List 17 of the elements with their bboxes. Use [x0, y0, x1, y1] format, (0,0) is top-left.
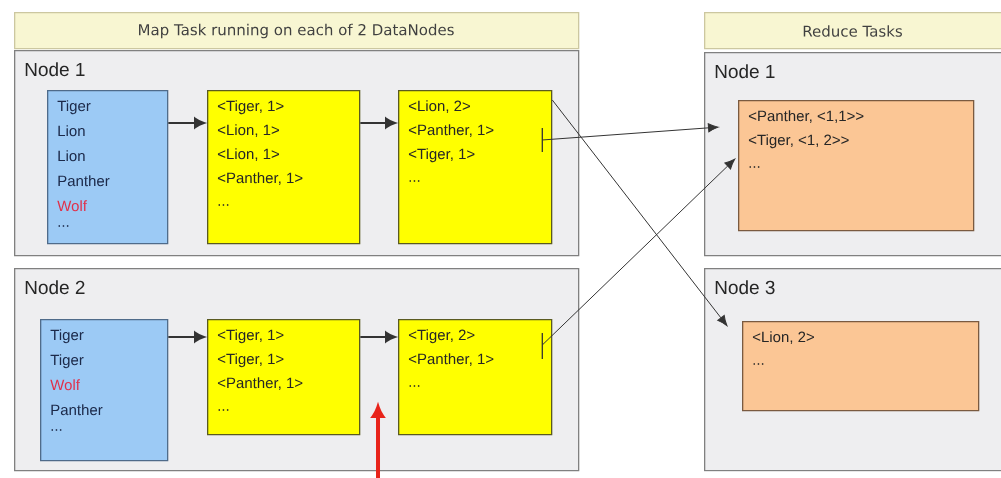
arrow [359, 331, 396, 343]
input-box: Tiger Lion Lion Panther Wolf ... [47, 90, 169, 245]
arrow [359, 117, 396, 129]
header-band: Map Task running on each of 2 DataNodes [14, 12, 580, 50]
key-value-box: <Lion, 2> <Panther, 1> <Tiger, 1> ... [398, 90, 553, 245]
key-value-box: <Tiger, 1> <Lion, 1> <Lion, 1> <Panther, 1> ... [207, 90, 361, 245]
arrow [167, 117, 205, 129]
output-box: <Lion, 2> ... [742, 321, 980, 412]
header-band: Reduce Tasks [704, 12, 1001, 50]
key-value-box: <Tiger, 2> <Panther, 1> ... [398, 319, 553, 436]
arrow [167, 331, 205, 343]
arrow [551, 99, 728, 326]
arrow [541, 158, 736, 360]
key-value-box: <Tiger, 1> <Tiger, 1> <Panther, 1> ... [207, 319, 361, 436]
output-box: <Panther, <1,1>> <Tiger, <1, 2>> ... [738, 100, 975, 232]
arrow [541, 123, 719, 153]
input-box: Tiger Tiger Wolf Panther ... [40, 319, 169, 462]
